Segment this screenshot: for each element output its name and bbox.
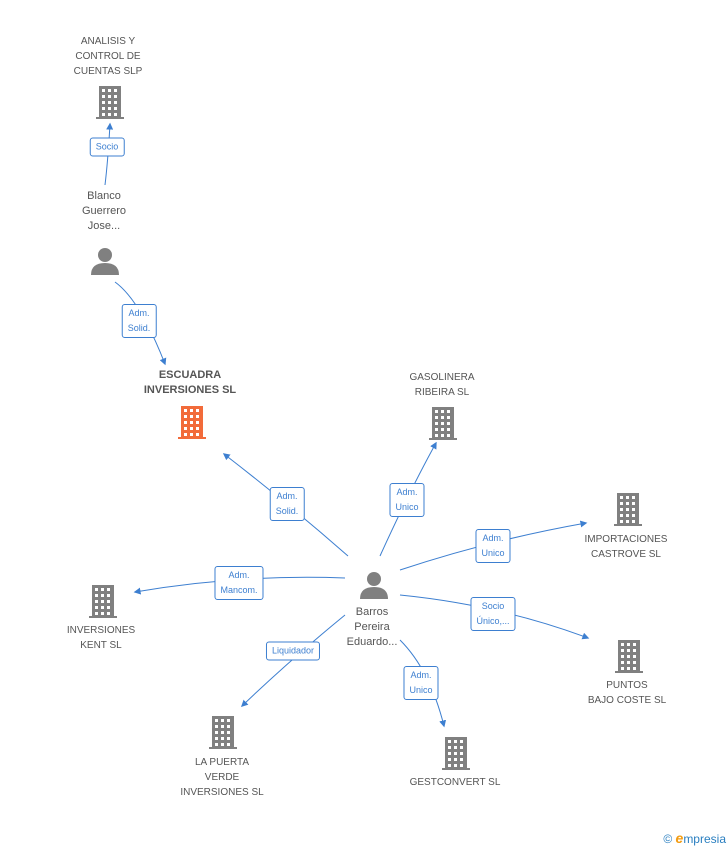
edge-label-barros-kent: Adm. Mancom. <box>214 566 264 600</box>
edge-blanco-analisis <box>104 122 114 186</box>
person-icon[interactable] <box>91 248 119 275</box>
edge-label-barros-gasolinera: Adm. Unico <box>389 483 425 517</box>
company-lapuerta-label[interactable]: LA PUERTA VERDE INVERSIONES SL <box>180 757 264 798</box>
building-icon[interactable] <box>615 640 643 673</box>
company-escuadra-label[interactable]: ESCUADRA INVERSIONES SL <box>143 369 237 396</box>
company-analisis-label[interactable]: ANALISIS Y CONTROL DE CUENTAS SLP <box>73 36 143 77</box>
brand-footer: © empresia <box>663 830 726 846</box>
edge-label-barros-puntos: Socio Único,... <box>470 597 516 631</box>
building-icon[interactable] <box>96 86 124 119</box>
building-icon[interactable] <box>614 493 642 526</box>
person-blanco-label[interactable]: Blanco Guerrero Jose... <box>81 190 127 232</box>
building-icon[interactable] <box>209 716 237 749</box>
building-icon[interactable] <box>89 585 117 618</box>
edge-barros-lapuerta <box>240 614 346 707</box>
edge-label-blanco-escuadra: Adm. Solid. <box>121 304 157 338</box>
brand-logo-e: e <box>675 830 684 846</box>
edge-label-barros-gestconvert: Adm. Unico <box>403 666 439 700</box>
company-kent-label[interactable]: INVERSIONES KENT SL <box>66 625 136 651</box>
person-icon[interactable] <box>360 572 388 599</box>
person-barros-label[interactable]: Barros Pereira Eduardo... <box>346 606 398 648</box>
building-icon[interactable] <box>178 406 206 439</box>
copyright-icon: © <box>663 832 673 846</box>
edge-label-barros-escuadra: Adm. Solid. <box>269 487 305 521</box>
edge-label-barros-lapuerta: Liquidador <box>265 641 321 661</box>
edge-label-barros-importaciones: Adm. Unico <box>475 529 511 563</box>
building-icon[interactable] <box>442 737 470 770</box>
company-puntos-label[interactable]: PUNTOS BAJO COSTE SL <box>587 680 667 706</box>
brand-logo-text: mpresia <box>683 832 726 846</box>
building-icon[interactable] <box>429 407 457 440</box>
company-gasolinera-label[interactable]: GASOLINERA RIBEIRA SL <box>409 372 475 398</box>
edge-label-socio-analisis: Socio <box>89 137 125 157</box>
company-gestconvert-label[interactable]: GESTCONVERT SL <box>409 777 501 788</box>
company-importaciones-label[interactable]: IMPORTACIONES CASTROVE SL <box>584 534 668 560</box>
